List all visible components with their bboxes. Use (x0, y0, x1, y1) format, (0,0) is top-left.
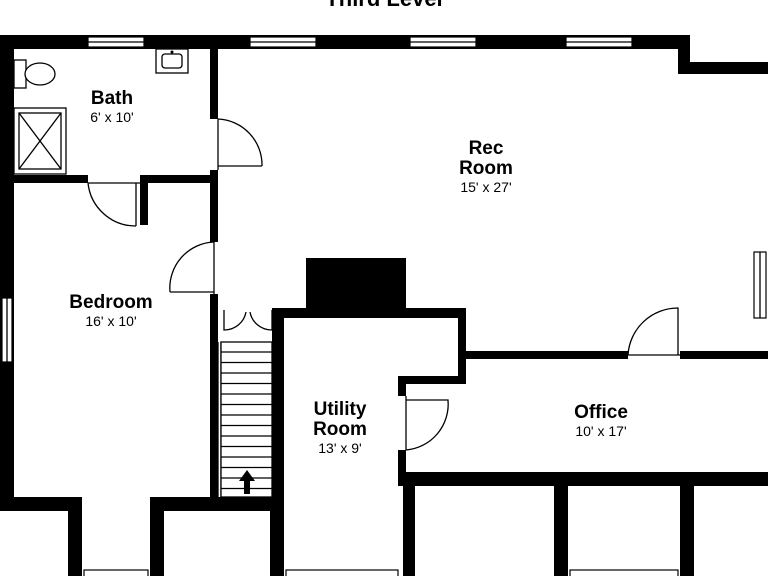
stairs-up-arrow-icon (239, 470, 255, 494)
room-label-rec-room: Rec Room 15' x 27' (459, 138, 513, 195)
room-name-line2: Room (459, 158, 513, 179)
window (285, 569, 399, 576)
room-dimensions: 6' x 10' (90, 109, 133, 125)
room-label-bedroom: Bedroom 16' x 10' (69, 292, 152, 329)
room-dimensions: 10' x 17' (575, 423, 626, 439)
room-name: Office (574, 402, 628, 423)
sink-icon (155, 48, 189, 74)
room-name: Utility (314, 399, 367, 420)
toilet-icon (13, 59, 56, 89)
room-name: Bedroom (69, 292, 152, 313)
stairs (217, 341, 273, 498)
room-dimensions: 15' x 27' (460, 179, 511, 195)
room-label-bath: Bath 6' x 10' (90, 88, 133, 125)
room-dimensions: 13' x 9' (318, 440, 361, 456)
doors (87, 118, 680, 451)
windows (1, 36, 767, 576)
shower-icon (13, 107, 67, 175)
interior-walls (14, 49, 768, 506)
window (569, 569, 679, 576)
room-dimensions: 16' x 10' (85, 313, 136, 329)
room-name-line2: Room (313, 419, 367, 440)
room-label-utility-room: Utility Room 13' x 9' (313, 399, 367, 456)
room-name: Rec (469, 138, 504, 159)
level-title: Third Level (325, 0, 442, 11)
chimney (306, 258, 406, 310)
window (83, 569, 149, 576)
room-name: Bath (91, 88, 133, 109)
bath-fixtures (13, 48, 189, 175)
room-label-office: Office 10' x 17' (574, 402, 628, 439)
